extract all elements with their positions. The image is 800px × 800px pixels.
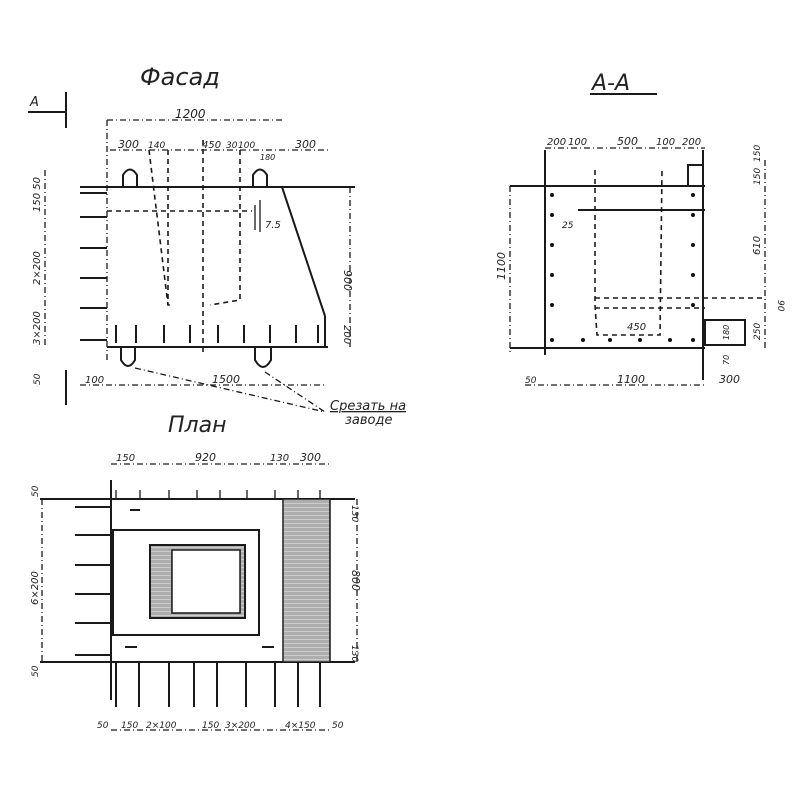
plan-title: План	[168, 413, 226, 438]
dim-50: 50	[525, 376, 537, 386]
section-title: А-А	[590, 71, 630, 96]
dim-4x150: 4×150	[285, 721, 316, 731]
dim-200: 200	[341, 325, 352, 344]
dim-25: 25	[562, 221, 574, 231]
embedded-parts	[125, 509, 274, 648]
hatched-strip	[282, 498, 331, 663]
dim-150: 150	[753, 145, 763, 162]
dim-3x200: 3×200	[32, 311, 43, 345]
dim-150: 150	[116, 453, 135, 464]
note-cut-at-factory: Срезать на	[330, 399, 406, 414]
dim-150b: 150	[753, 168, 763, 185]
section-mark-label: А	[29, 95, 39, 110]
facade-title: Фасад	[140, 63, 220, 91]
lifting-loop	[254, 347, 272, 368]
dim-50-left: 50	[97, 721, 109, 731]
dim-1100-width: 1100	[617, 373, 645, 386]
dim-200-right: 200	[682, 137, 701, 148]
lifting-loop	[120, 347, 136, 367]
dim-200-left: 200	[547, 137, 566, 148]
dim-100: 100	[238, 141, 255, 151]
section-a-a-view: А-А 200 100 500 100 200 150 150 610 90 2…	[495, 71, 785, 386]
dim-2x100: 2×100	[146, 721, 177, 731]
dim-150-50: 150 50	[32, 177, 43, 212]
recess-outline	[112, 529, 260, 636]
dim-50-bottom: 50	[31, 665, 41, 677]
dim-50: 50	[33, 373, 43, 385]
dim-300: 300	[300, 451, 321, 464]
dim-50-right: 50	[332, 721, 344, 731]
hidden-cavity	[594, 169, 663, 336]
dim-100-right: 100	[656, 137, 675, 148]
dim-130: 130	[270, 453, 289, 464]
dim-1200: 1200	[175, 107, 206, 121]
anchor-detail	[254, 200, 261, 232]
dim-610: 610	[752, 236, 763, 255]
lifting-loop	[252, 168, 268, 187]
dim-1500: 1500	[212, 373, 240, 386]
dim-800: 800	[349, 570, 362, 591]
note-cut-at-factory-line2: заводе	[345, 413, 392, 428]
dim-500: 500	[617, 135, 638, 148]
dim-50-top: 50	[31, 485, 41, 497]
hidden-line	[595, 297, 765, 309]
facade-slope-edge	[281, 186, 326, 317]
hidden-line	[209, 150, 241, 306]
dim-100: 100	[85, 375, 104, 386]
dim-6x200: 6×200	[30, 571, 41, 605]
dim-100-left: 100	[568, 137, 587, 148]
hidden-line	[148, 149, 172, 306]
dim-450: 450	[202, 140, 221, 151]
dim-150-a: 150	[121, 721, 138, 731]
dim-300-left: 300	[118, 138, 139, 151]
dim-1100-height: 1100	[495, 252, 508, 280]
plan-view: План 150 920 130 300 50 6×200 50 130 800	[30, 413, 362, 731]
dim-300: 300	[719, 373, 740, 386]
dim-180: 180	[722, 325, 731, 340]
dim-30: 30	[226, 141, 238, 151]
dim-180: 180	[260, 153, 275, 162]
rebar-dots	[550, 193, 695, 342]
dim-920: 920	[195, 451, 216, 464]
dim-label: 7.5	[265, 220, 281, 231]
dim-450: 450	[627, 322, 646, 333]
dim-140: 140	[148, 141, 165, 151]
dim-2x200: 2×200	[32, 251, 43, 285]
dim-130-top: 130	[349, 505, 359, 522]
rebar-ticks	[80, 192, 319, 343]
lifting-loop	[122, 168, 138, 187]
dim-250: 250	[753, 323, 763, 340]
dim-90: 90	[775, 300, 785, 312]
dim-900: 900	[341, 270, 354, 291]
dim-3x200: 3×200	[225, 721, 256, 731]
side-ledge	[704, 319, 746, 346]
dim-70: 70	[722, 355, 731, 365]
top-step	[687, 164, 703, 186]
opening	[171, 549, 241, 614]
dim-130-bottom: 130	[349, 645, 359, 662]
facade-view: Фасад А 7.5 1200 300 140 450	[28, 63, 406, 428]
dim-300-right: 300	[295, 138, 316, 151]
rebar-ticks	[75, 490, 321, 707]
dim-150-b: 150	[202, 721, 219, 731]
